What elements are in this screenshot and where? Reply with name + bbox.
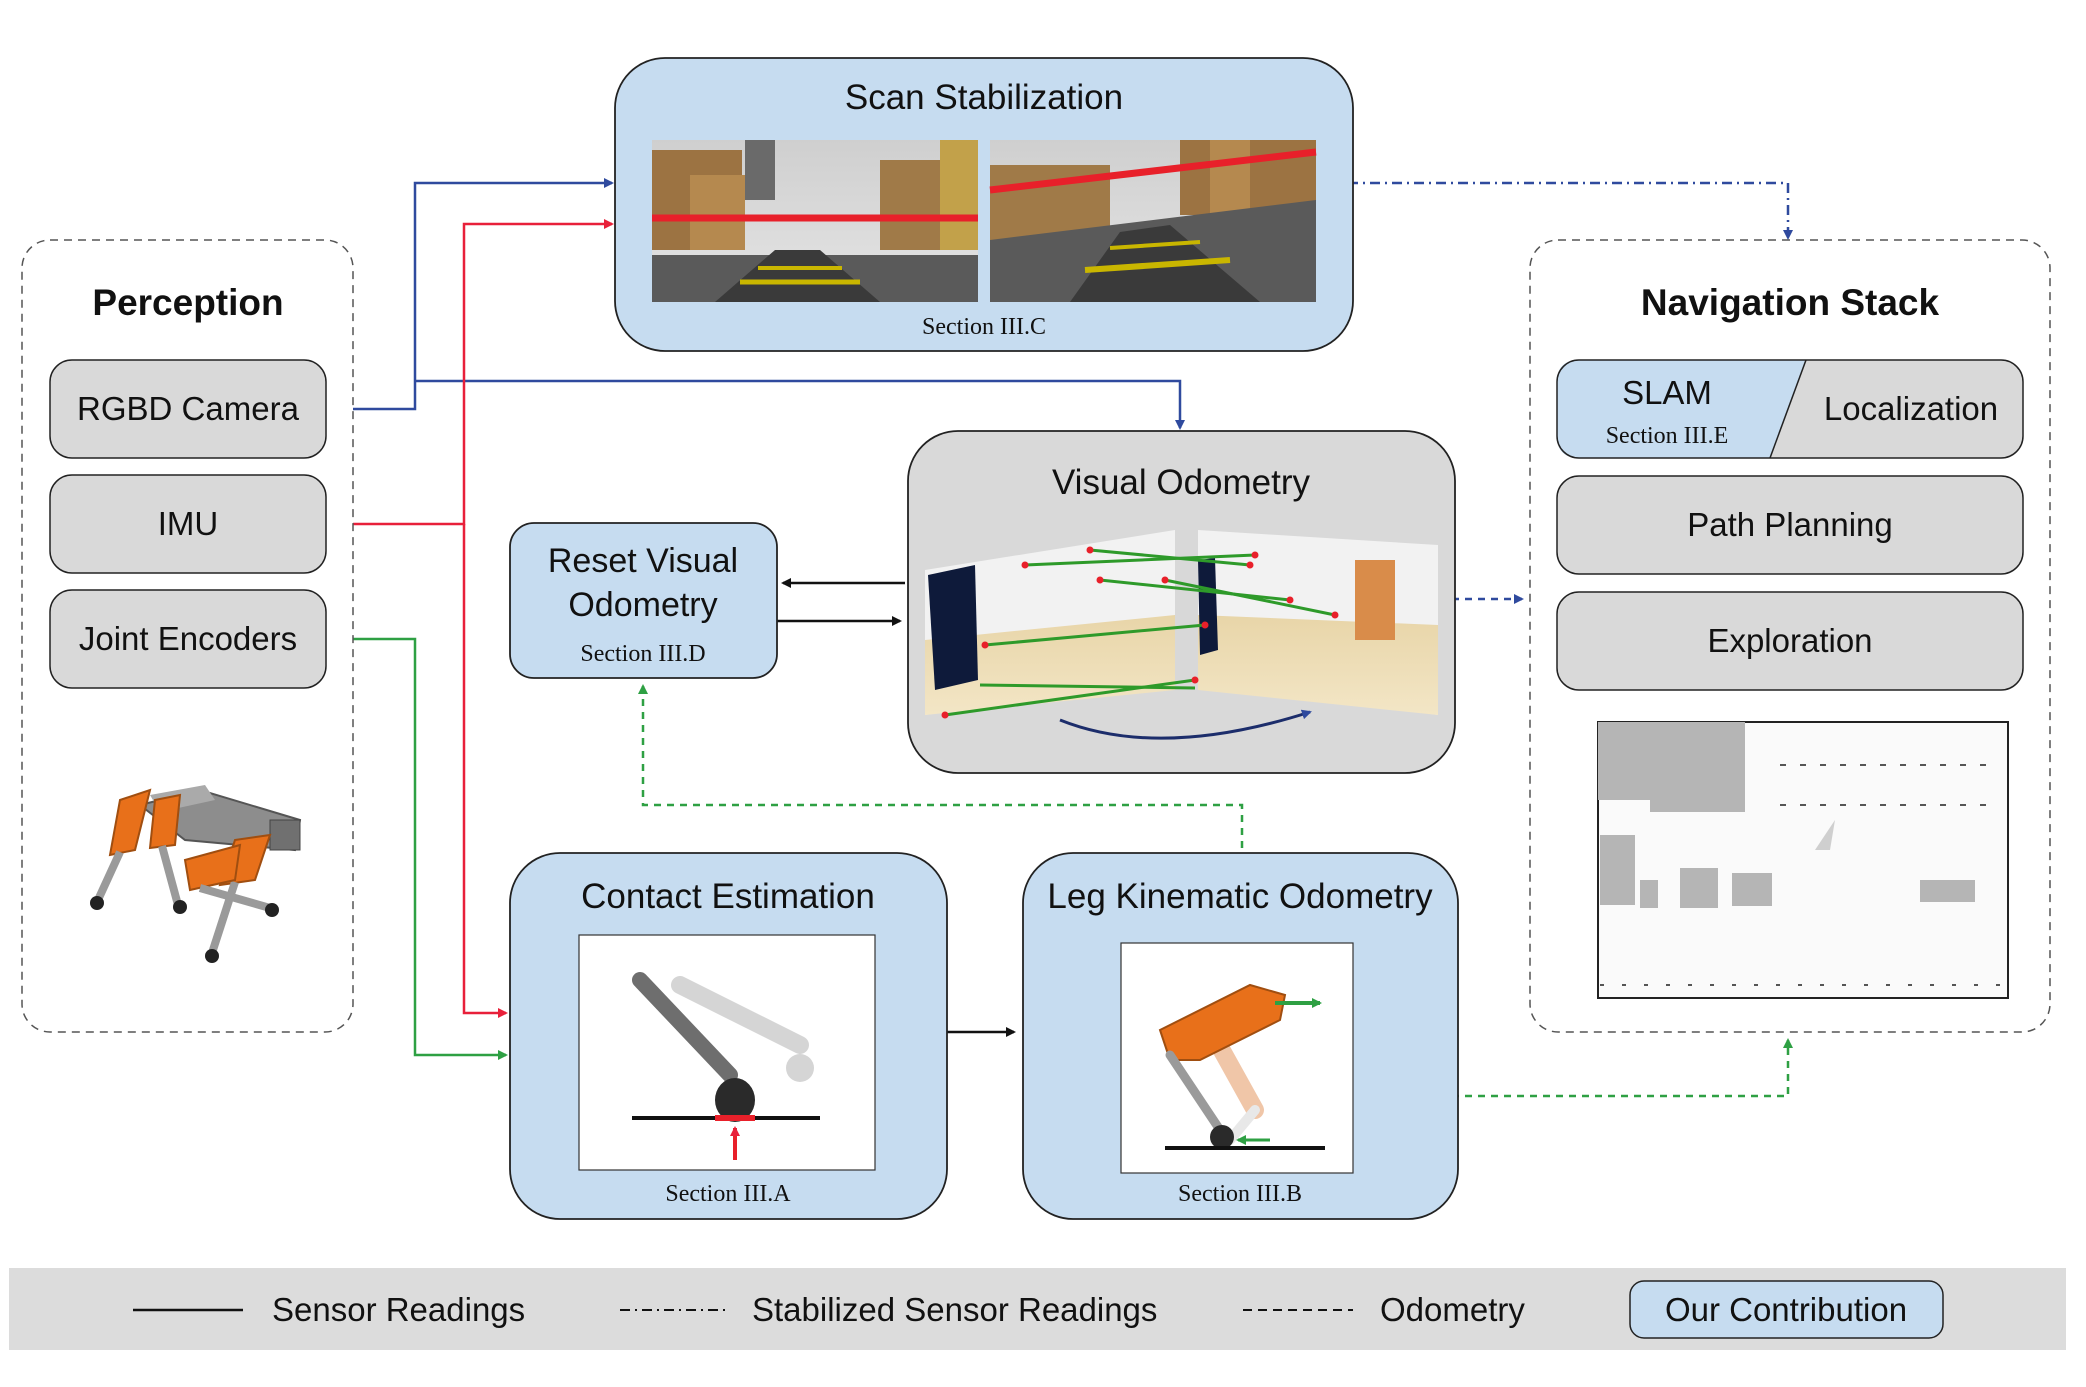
imu-to-scan-arrow (326, 219, 614, 526)
slam-label: SLAM (1622, 374, 1712, 411)
leg-kinematic-title: Leg Kinematic Odometry (1047, 877, 1433, 916)
imu-to-contact-arrow (462, 524, 508, 1018)
reset-vo-box (509, 522, 778, 679)
localization-label: Localization (1824, 390, 1998, 427)
quadruped-robot-image (90, 785, 302, 963)
slam-localization-box (1556, 359, 2024, 459)
rgbd-camera-box (49, 359, 327, 459)
imu-box (49, 474, 327, 574)
visual-odometry-image (925, 530, 1438, 740)
leg-to-reset-arrow (638, 684, 1244, 848)
leg-to-nav-arrow (1452, 1038, 1793, 1098)
path-planning-box (1556, 475, 2024, 575)
scan-left-image (652, 140, 978, 302)
contact-estimation-image (578, 934, 876, 1171)
scan-right-image (989, 140, 1317, 302)
occupancy-map-image (1597, 721, 2009, 999)
scan-to-nav-arrow (1348, 181, 1793, 240)
legend-sensor-label: Sensor Readings (272, 1291, 525, 1328)
rgbd-to-vo-arrow (415, 379, 1185, 430)
contact-estimation-section: Section III.A (665, 1181, 791, 1207)
legend-odometry-label: Odometry (1380, 1291, 1525, 1328)
legend-contribution-label: Our Contribution (1665, 1291, 1907, 1328)
rgbd-camera-label: RGBD Camera (77, 390, 300, 427)
slam-segment (1557, 360, 1806, 458)
joint-encoders-label: Joint Encoders (79, 620, 297, 657)
scan-stabilization-title: Scan Stabilization (845, 78, 1123, 117)
leg-kinematic-image (1120, 942, 1354, 1174)
exploration-box (1556, 591, 2024, 691)
imu-label: IMU (158, 505, 219, 542)
rgbd-to-scan-arrow (326, 178, 614, 411)
perception-title: Perception (92, 282, 283, 323)
reset-vo-title-line2: Odometry (568, 586, 717, 624)
path-planning-label: Path Planning (1687, 506, 1893, 543)
scan-stabilization-section: Section III.C (922, 314, 1046, 340)
reset-vo-section: Section III.D (580, 641, 705, 667)
visual-odometry-title: Visual Odometry (1052, 463, 1311, 502)
navigation-title: Navigation Stack (1641, 282, 1940, 323)
legend-contribution-box (1629, 1280, 1944, 1339)
joint-encoders-box (49, 589, 327, 689)
contact-estimation-title: Contact Estimation (581, 877, 875, 916)
slam-section: Section III.E (1606, 423, 1729, 449)
leg-kinematic-section: Section III.B (1178, 1181, 1302, 1207)
exploration-label: Exploration (1707, 622, 1872, 659)
encoders-to-contact-arrow (326, 637, 508, 1060)
legend-stabilized-label: Stabilized Sensor Readings (752, 1291, 1157, 1328)
reset-vo-title-line1: Reset Visual (548, 542, 738, 580)
